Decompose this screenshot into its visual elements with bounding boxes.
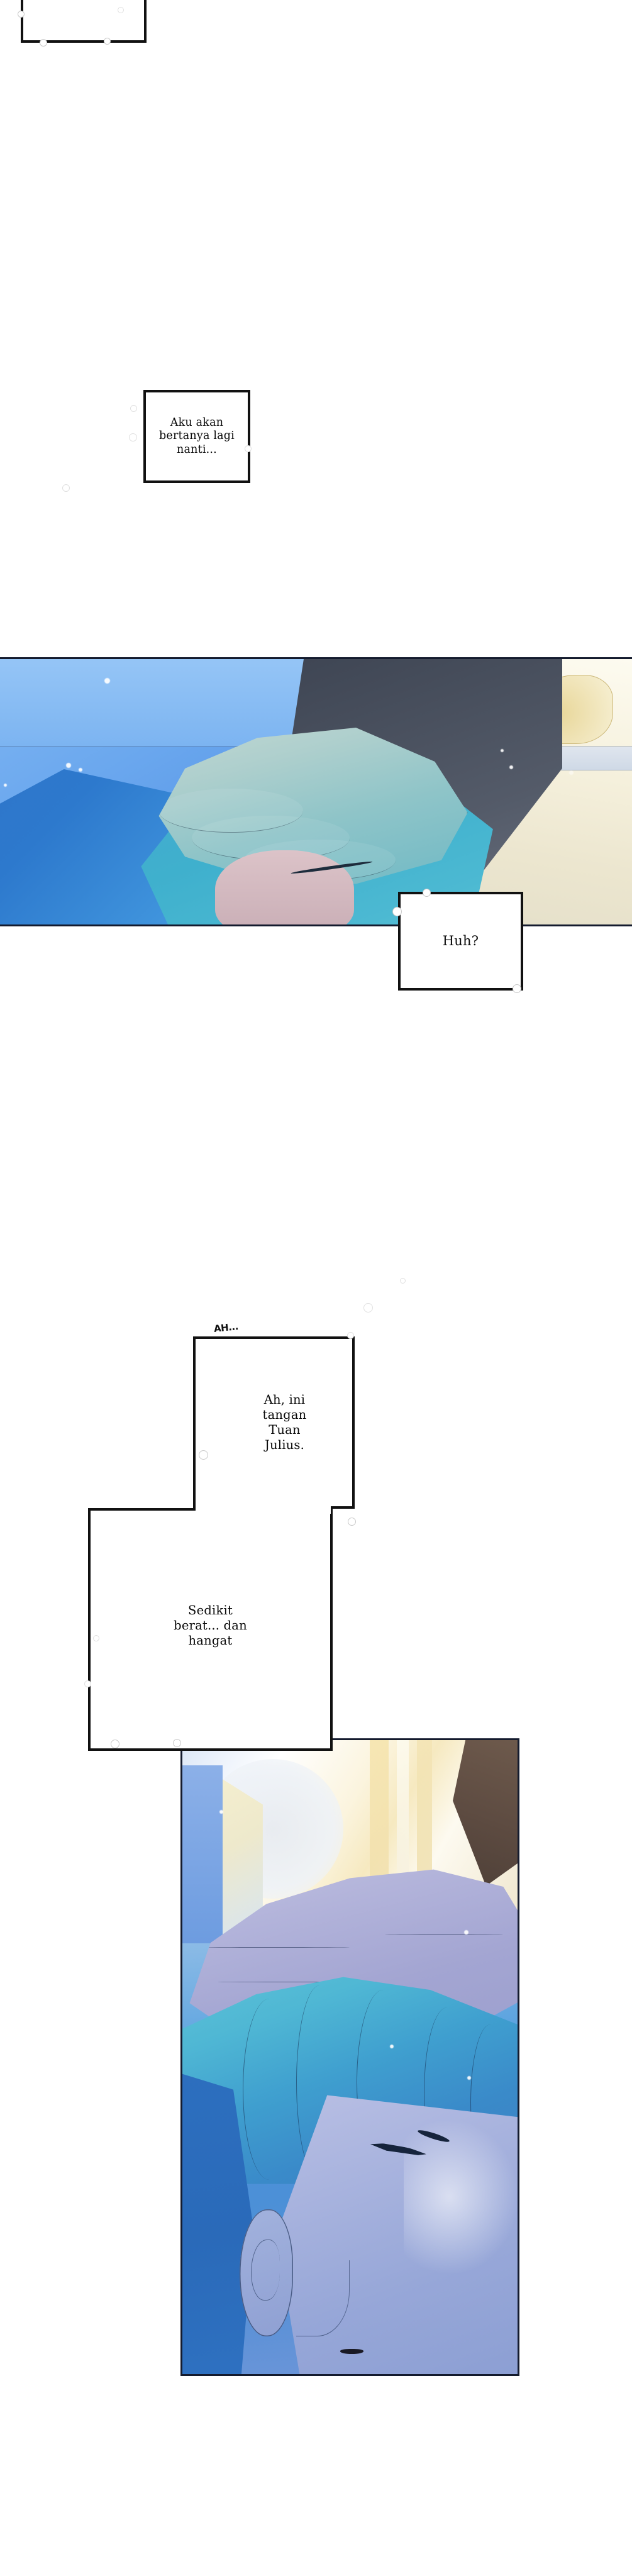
sparkle-icon (199, 1450, 208, 1460)
sound-effect-ah: AH... (211, 1319, 242, 1336)
light-glint (509, 765, 514, 769)
sparkle-icon (348, 1518, 356, 1526)
sparkle-icon (62, 484, 70, 492)
speech-bubble-thought-1-text: Aku akan bertanya lagi nanti... (159, 416, 235, 456)
sparkle-icon (423, 889, 431, 897)
sparkle-icon (130, 405, 137, 412)
light-glint (78, 768, 82, 772)
panel-b-finger-line (196, 1947, 350, 1948)
light-glint (4, 784, 8, 787)
light-glint (500, 749, 504, 753)
sparkle-icon (400, 1278, 406, 1284)
bubble-joint-mask (196, 1504, 331, 1514)
sparkle-icon (173, 1739, 181, 1747)
art-panel-hand-on-head-tall (180, 1738, 519, 2376)
sparkle-icon (513, 984, 521, 993)
sparkle-icon (104, 38, 111, 45)
sparkle-icon (118, 7, 124, 13)
panel-b-hair-strand (470, 2024, 511, 2180)
sparkle-icon (245, 445, 252, 452)
panel-b-hair-strand (357, 1990, 410, 2175)
light-glint (568, 770, 574, 775)
speech-bubble-thought-1: Aku akan bertanya lagi nanti... (143, 390, 250, 483)
speech-bubble-thought-2: Ah, ini tangan Tuan Julius. (193, 1336, 355, 1509)
art-panel-hand-on-hair-wide (0, 657, 632, 926)
panel-b-finger-line (384, 1934, 504, 1935)
panel-b-hair-strand (423, 2007, 471, 2180)
light-glint (219, 1809, 223, 1814)
panel-b-blue-left (182, 1765, 223, 1943)
light-glint (467, 2076, 472, 2080)
panel-b-hair-strand (242, 1998, 296, 2180)
panel-b-ear (239, 2209, 293, 2336)
light-glint (390, 2044, 394, 2048)
speech-bubble-thought-3-text: Sedikit berat... dan hangat (174, 1603, 247, 1648)
speech-bubble-thought-2-text: Ah, ini tangan Tuan Julius. (262, 1392, 307, 1452)
speech-bubble-cutoff (21, 0, 147, 43)
panel-b-cheek-highlight (403, 2120, 518, 2273)
sparkle-icon (129, 433, 137, 441)
sparkle-icon (40, 39, 47, 47)
light-glint (104, 677, 110, 684)
sparkle-icon (392, 907, 402, 916)
sparkle-icon (363, 1303, 373, 1313)
speech-bubble-huh: Huh? (398, 892, 523, 991)
sparkle-icon (93, 1635, 99, 1641)
light-glint (65, 762, 71, 768)
sparkle-icon (111, 1740, 119, 1748)
light-glint (463, 1930, 468, 1935)
speech-bubble-huh-text: Huh? (442, 933, 479, 948)
panel-a-face-skin (214, 850, 354, 924)
panel-b-ear-inner (251, 2240, 280, 2301)
sparkle-icon (347, 1332, 354, 1339)
sparkle-icon (84, 1680, 91, 1687)
panel-b-hair-strand (296, 1985, 343, 2180)
speech-bubble-thought-3: Sedikit berat... dan hangat (88, 1508, 333, 1751)
panel-b-lip (340, 2348, 363, 2354)
sparkle-icon (18, 11, 25, 18)
